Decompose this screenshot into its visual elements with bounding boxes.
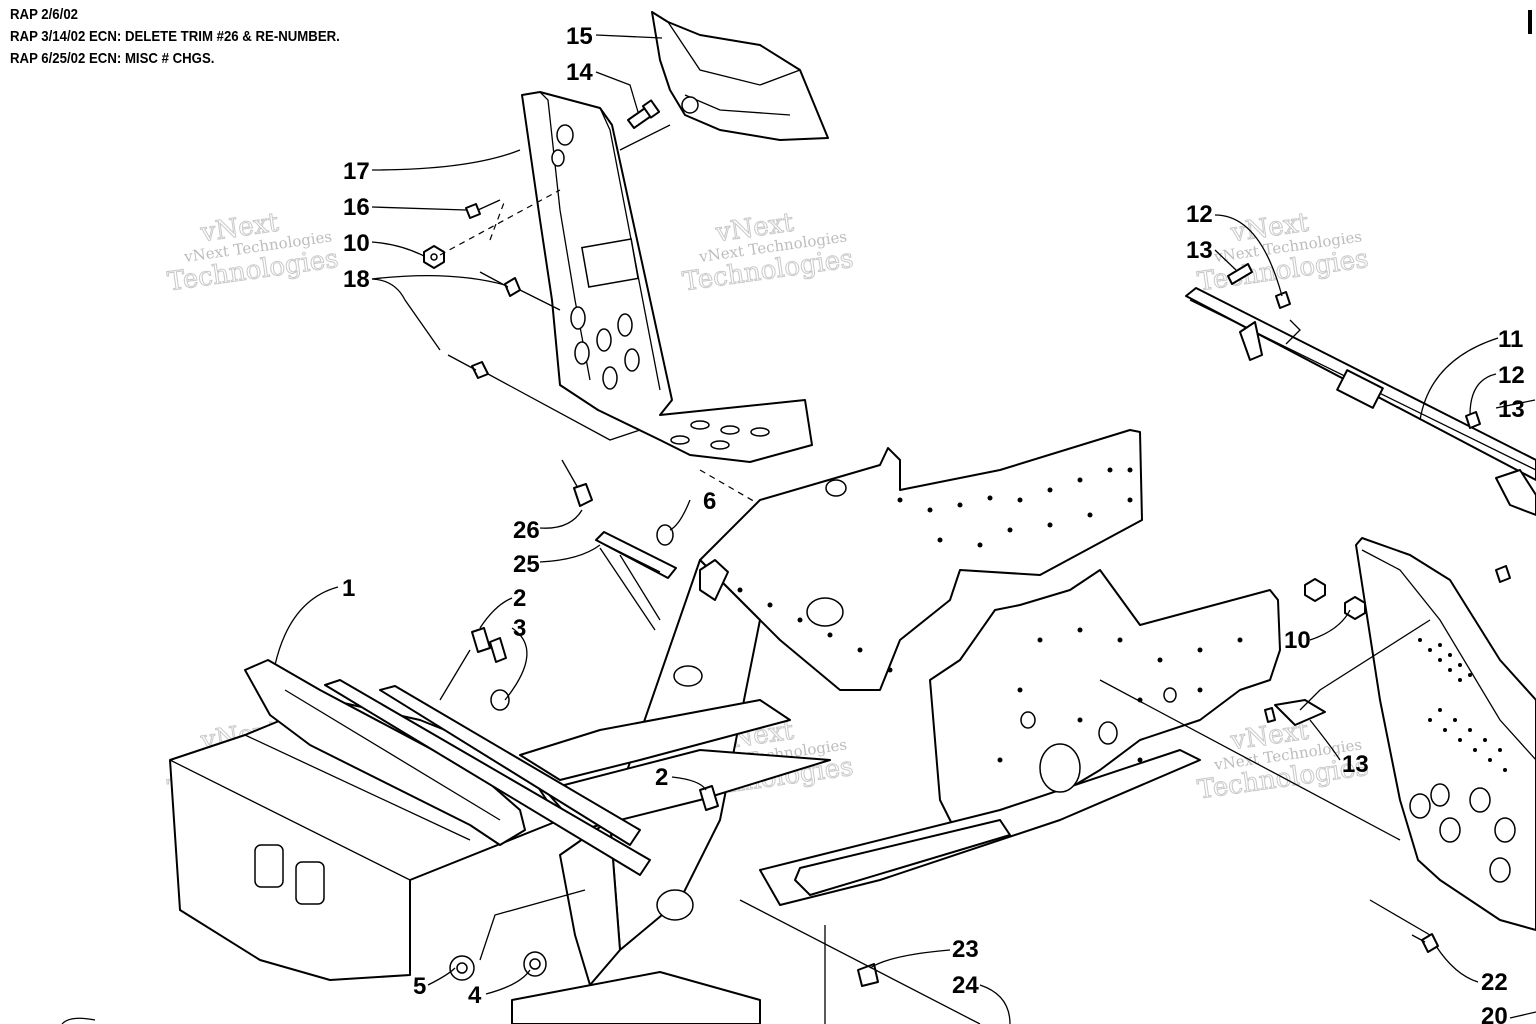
callout-3: 3 xyxy=(513,615,526,642)
callout-10-right: 10 xyxy=(1284,627,1311,654)
callout-12-right: 12 xyxy=(1498,362,1525,389)
part-15-upper-cover xyxy=(651,11,829,141)
part-22-rivet xyxy=(1411,933,1439,953)
callout-13-right: 13 xyxy=(1498,396,1525,423)
revision-note-1: RAP 2/6/02 xyxy=(10,6,79,23)
callout-23: 23 xyxy=(952,936,979,963)
callout-2: 2 xyxy=(513,585,526,612)
part-6-grommet xyxy=(656,524,674,546)
callout-1: 1 xyxy=(342,575,355,602)
callout-13: 13 xyxy=(1186,237,1213,264)
callout-10: 10 xyxy=(343,230,370,257)
callout-14: 14 xyxy=(566,59,593,86)
callout-25: 25 xyxy=(513,551,540,578)
part-right-bracket-and-stud xyxy=(1264,565,1511,726)
callout-18: 18 xyxy=(343,266,370,293)
part-10-nuts-right xyxy=(1304,578,1366,620)
part-3-bushing xyxy=(490,689,510,711)
part-2-bushings-upper xyxy=(471,627,507,663)
callout-6: 6 xyxy=(703,488,716,515)
vent-perforations xyxy=(1418,638,1507,772)
callout-24: 24 xyxy=(952,972,979,999)
part-4-grommet xyxy=(523,951,547,977)
callout-15: 15 xyxy=(566,23,593,50)
part-26-rivet xyxy=(561,459,593,507)
revision-note-3: RAP 6/25/02 ECN: MISC # CHGS. xyxy=(10,50,215,67)
part-25-trim-strip xyxy=(595,531,677,579)
part-10-nut-upper xyxy=(423,245,445,269)
revision-notes: RAP 2/6/02 RAP 3/14/02 ECN: DELETE TRIM … xyxy=(10,4,340,70)
part-chassis-tunnel xyxy=(169,429,1281,986)
partial-part-fragment xyxy=(61,1017,96,1024)
callout-26: 26 xyxy=(513,517,540,544)
part-17-steering-bracket xyxy=(521,91,813,463)
part-16-screw xyxy=(465,199,501,219)
revision-note-2: RAP 3/14/02 ECN: DELETE TRIM #26 & RE-NU… xyxy=(10,28,340,45)
part-18-rivets xyxy=(447,271,521,379)
callout-5: 5 xyxy=(413,973,426,1000)
part-2-bushing-lower xyxy=(699,785,719,811)
part-12-13-hardware-right xyxy=(1227,263,1481,429)
callout-17: 17 xyxy=(343,158,370,185)
callout-labels: 15 14 17 16 10 18 26 6 25 1 2 3 2 5 4 23… xyxy=(342,23,1525,1024)
callout-11: 11 xyxy=(1498,326,1523,353)
callout-leaders xyxy=(274,34,1536,1024)
part-5-grommet xyxy=(449,955,475,981)
callout-13-lower: 13 xyxy=(1342,751,1369,778)
callout-22: 22 xyxy=(1481,969,1508,996)
part-14-bolt xyxy=(627,99,661,129)
callout-12: 12 xyxy=(1186,201,1213,228)
callout-4: 4 xyxy=(468,982,482,1009)
part-11-steering-post xyxy=(1185,287,1536,516)
part-right-nosepan xyxy=(1355,537,1536,931)
part-23-clip xyxy=(857,963,879,987)
corner-mark xyxy=(1528,10,1532,34)
callout-16: 16 xyxy=(343,194,370,221)
callout-2-lower: 2 xyxy=(655,764,668,791)
callout-20: 20 xyxy=(1481,1003,1508,1024)
